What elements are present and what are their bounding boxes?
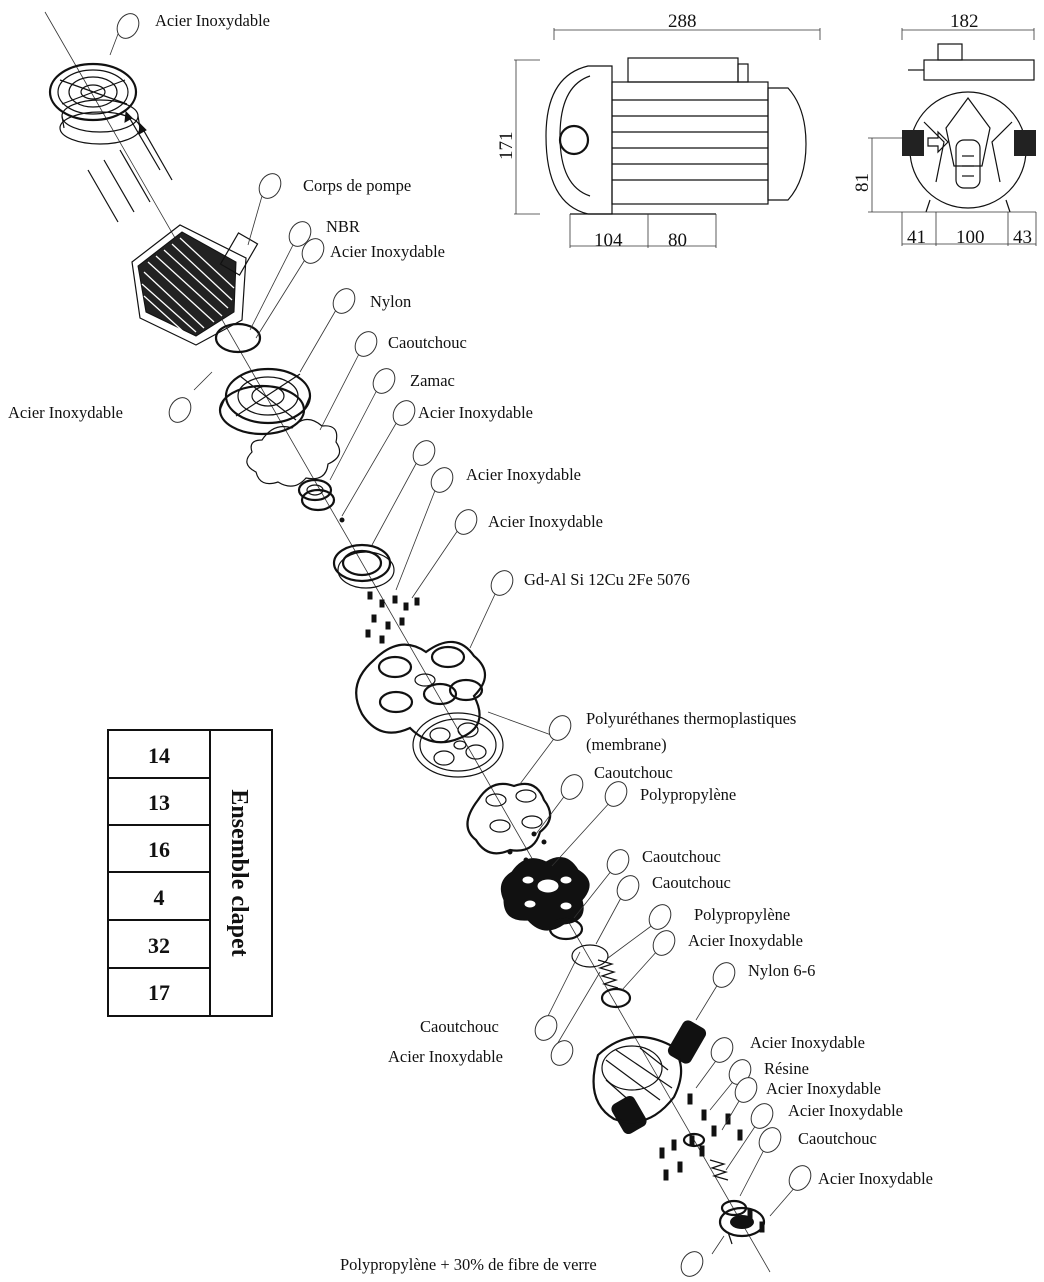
insertion-arrows (87, 110, 173, 223)
label-bearing: Acier Inoxydable (418, 403, 533, 422)
bom-part-cell: 17 (148, 980, 170, 1005)
bolts (659, 1093, 765, 1233)
bom-part-cell: 13 (148, 790, 170, 815)
label-seal2: Caoutchouc (798, 1129, 877, 1148)
front-view-drawing: 182 81 41 100 43 (852, 11, 1037, 248)
valve-oring-part (548, 917, 584, 941)
label-left-rubber: Caoutchouc (420, 1017, 499, 1036)
gasket-part (246, 418, 341, 487)
label-valve-seal: Caoutchouc (594, 763, 673, 782)
top-cover-part (48, 62, 141, 145)
resin-nut-part (682, 1132, 748, 1217)
label-nut: Acier Inoxydable (766, 1079, 881, 1098)
bearing-holder-part (218, 367, 312, 436)
bom-part-cell: 4 (154, 885, 165, 910)
valve-body-part (500, 857, 590, 931)
label-left-screw: Acier Inoxydable (8, 403, 123, 422)
label-bearing-holder: Nylon (370, 292, 411, 311)
material-labels: Acier Inoxydable Corps de pompe NBR Acie… (8, 11, 933, 1274)
dim-side-height: 171 (496, 132, 517, 161)
label-ball-bearing: Acier Inoxydable (466, 465, 581, 484)
valve-oring2-part (571, 944, 609, 968)
label-diaphragm-line1: Polyuréthanes thermoplastiques (586, 709, 796, 728)
label-washer: Acier Inoxydable (330, 242, 445, 261)
diaphragm-housing-part (412, 712, 504, 778)
eccentric-part (297, 478, 336, 512)
valve-assembly-table: 14 13 16 4 32 17 Ensemble clapet (107, 729, 273, 1017)
label-piston: Polypropylène (694, 905, 790, 924)
leader-lines (109, 33, 797, 1255)
label-left-steel: Acier Inoxydable (388, 1047, 503, 1066)
label-pump-body: Corps de pompe (303, 176, 411, 195)
label-top-screw: Acier Inoxydable (155, 11, 270, 30)
label-valve-oring-b: Caoutchouc (652, 873, 731, 892)
label-port-fitting: Nylon 6-6 (748, 961, 815, 980)
dim-side-width: 288 (668, 11, 697, 32)
label-resin: Résine (764, 1059, 809, 1078)
dim-front-width: 182 (950, 11, 979, 32)
membrane-part (466, 782, 552, 855)
oring-part (214, 322, 262, 354)
dim-front-height: 81 (852, 173, 873, 192)
bom-title: Ensemble clapet (226, 789, 252, 956)
bom-part-cell: 16 (148, 837, 170, 862)
wobble-plate-part (355, 640, 487, 744)
label-spring: Acier Inoxydable (688, 931, 803, 950)
dim-side-base-a: 104 (594, 230, 623, 251)
bom-part-cell: 14 (148, 743, 170, 768)
label-valve-oring-a: Caoutchouc (642, 847, 721, 866)
port-fitting-part (611, 1020, 707, 1135)
screw-dots (365, 591, 420, 644)
side-view-drawing: 288 171 104 80 (496, 11, 821, 251)
part-balloons (116, 13, 812, 1277)
label-eccentric: Zamac (410, 371, 455, 390)
dim-side-base-b: 80 (668, 230, 687, 251)
dim-front-base-c: 43 (1013, 227, 1032, 248)
label-valve-body: Polypropylène (640, 785, 736, 804)
bom-part-cell: 32 (148, 933, 170, 958)
label-screws: Acier Inoxydable (488, 512, 603, 531)
bearing-part (332, 543, 395, 589)
label-end-screw: Acier Inoxydable (818, 1169, 933, 1188)
dim-front-base-a: 41 (907, 227, 926, 248)
motor-housing (131, 224, 259, 346)
label-oring: NBR (326, 217, 360, 236)
label-gasket: Caoutchouc (388, 333, 467, 352)
label-diaphragm-line2: (membrane) (586, 735, 667, 754)
label-washer2: Acier Inoxydable (788, 1101, 903, 1120)
assembly-axis (44, 11, 771, 1273)
pump-head-part (592, 1035, 683, 1124)
dim-front-base-b: 100 (956, 227, 985, 248)
spring-part (597, 959, 632, 1009)
label-bolt: Acier Inoxydable (750, 1033, 865, 1052)
label-wobble-plate: Gd-Al Si 12Cu 2Fe 5076 (524, 570, 690, 589)
label-end-cap: Polypropylène + 30% de fibre de verre (340, 1255, 597, 1274)
end-cap-part (718, 1206, 766, 1245)
